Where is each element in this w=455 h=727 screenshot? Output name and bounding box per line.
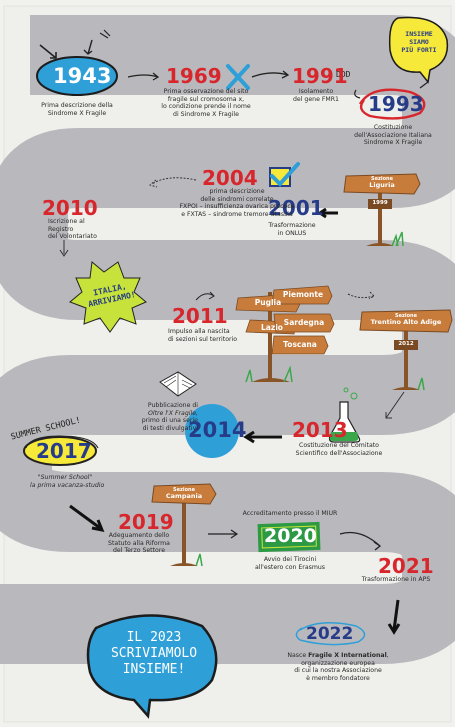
- year-1991: 1991: [292, 64, 348, 88]
- sign-puglia: Puglia: [254, 298, 282, 307]
- circle-1993: [358, 88, 426, 120]
- year-2011: 2011: [172, 304, 228, 328]
- year-2020: 2020: [264, 525, 317, 547]
- sparkle-lines-icon: [99, 29, 111, 39]
- sign-liguria-year: 1999: [372, 200, 388, 206]
- badge-2020: [257, 521, 321, 553]
- sign-toscana: Toscana: [283, 340, 317, 349]
- sign-trentino-year: 2012: [398, 341, 414, 347]
- year-1943: 1943: [53, 64, 112, 88]
- year-1969: 1969: [166, 64, 222, 88]
- bubble-2014: [185, 404, 239, 458]
- arrow-doodle-icon: [39, 44, 57, 59]
- year-2014: 2014: [188, 418, 247, 442]
- year-2022: 2022: [306, 624, 354, 644]
- sign-campania-board: [151, 483, 217, 505]
- doodle-ddd: DDD: [336, 70, 351, 79]
- ellipse-1943: [36, 56, 118, 96]
- sign-sardegna: Sardegna: [283, 318, 325, 327]
- arrow-left-icon: [243, 430, 282, 444]
- year-1993: 1993: [368, 92, 424, 116]
- year-2001: 2001: [268, 196, 324, 220]
- timeline-road: [0, 15, 455, 664]
- arrow-doodle-icon: [83, 39, 93, 55]
- sign-liguria-board: [343, 173, 421, 195]
- arrow-right-icon: [251, 70, 290, 79]
- year-2010: 2010: [42, 196, 98, 220]
- sign-piemonte: Piemonte: [282, 290, 324, 299]
- year-2004: 2004: [202, 166, 258, 190]
- arrow-right-icon: [208, 529, 239, 539]
- year-2017: 2017: [36, 439, 92, 463]
- year-2019: 2019: [118, 510, 174, 534]
- arrow-left-icon: [317, 207, 338, 219]
- desc-2021: Trasformazione in APS: [361, 576, 431, 583]
- starburst: [69, 261, 147, 333]
- desc-2017: "Summer School"la prima vacanza-studio: [30, 474, 105, 489]
- year-2013: 2013: [292, 418, 348, 442]
- desc-2022: Nasce Fragile X International, organizza…: [287, 652, 389, 682]
- x-mark-icon: [226, 64, 250, 90]
- desc-miur: Accreditamento presso il MIUR: [242, 510, 338, 517]
- sign-trentino-board: [359, 309, 453, 333]
- sign-lazio: Lazio: [261, 323, 283, 332]
- ellipse-2017: [23, 436, 97, 466]
- desc-publication: Pubblicazione di Oltre l'X Fragile, prim…: [141, 402, 198, 432]
- arrow-left-dotted-icon: [148, 177, 197, 188]
- year-2021: 2021: [378, 554, 434, 578]
- arrow-right-dashed-icon: [347, 291, 375, 300]
- arrow-right-icon: [127, 72, 160, 81]
- final-bubble: [86, 614, 218, 719]
